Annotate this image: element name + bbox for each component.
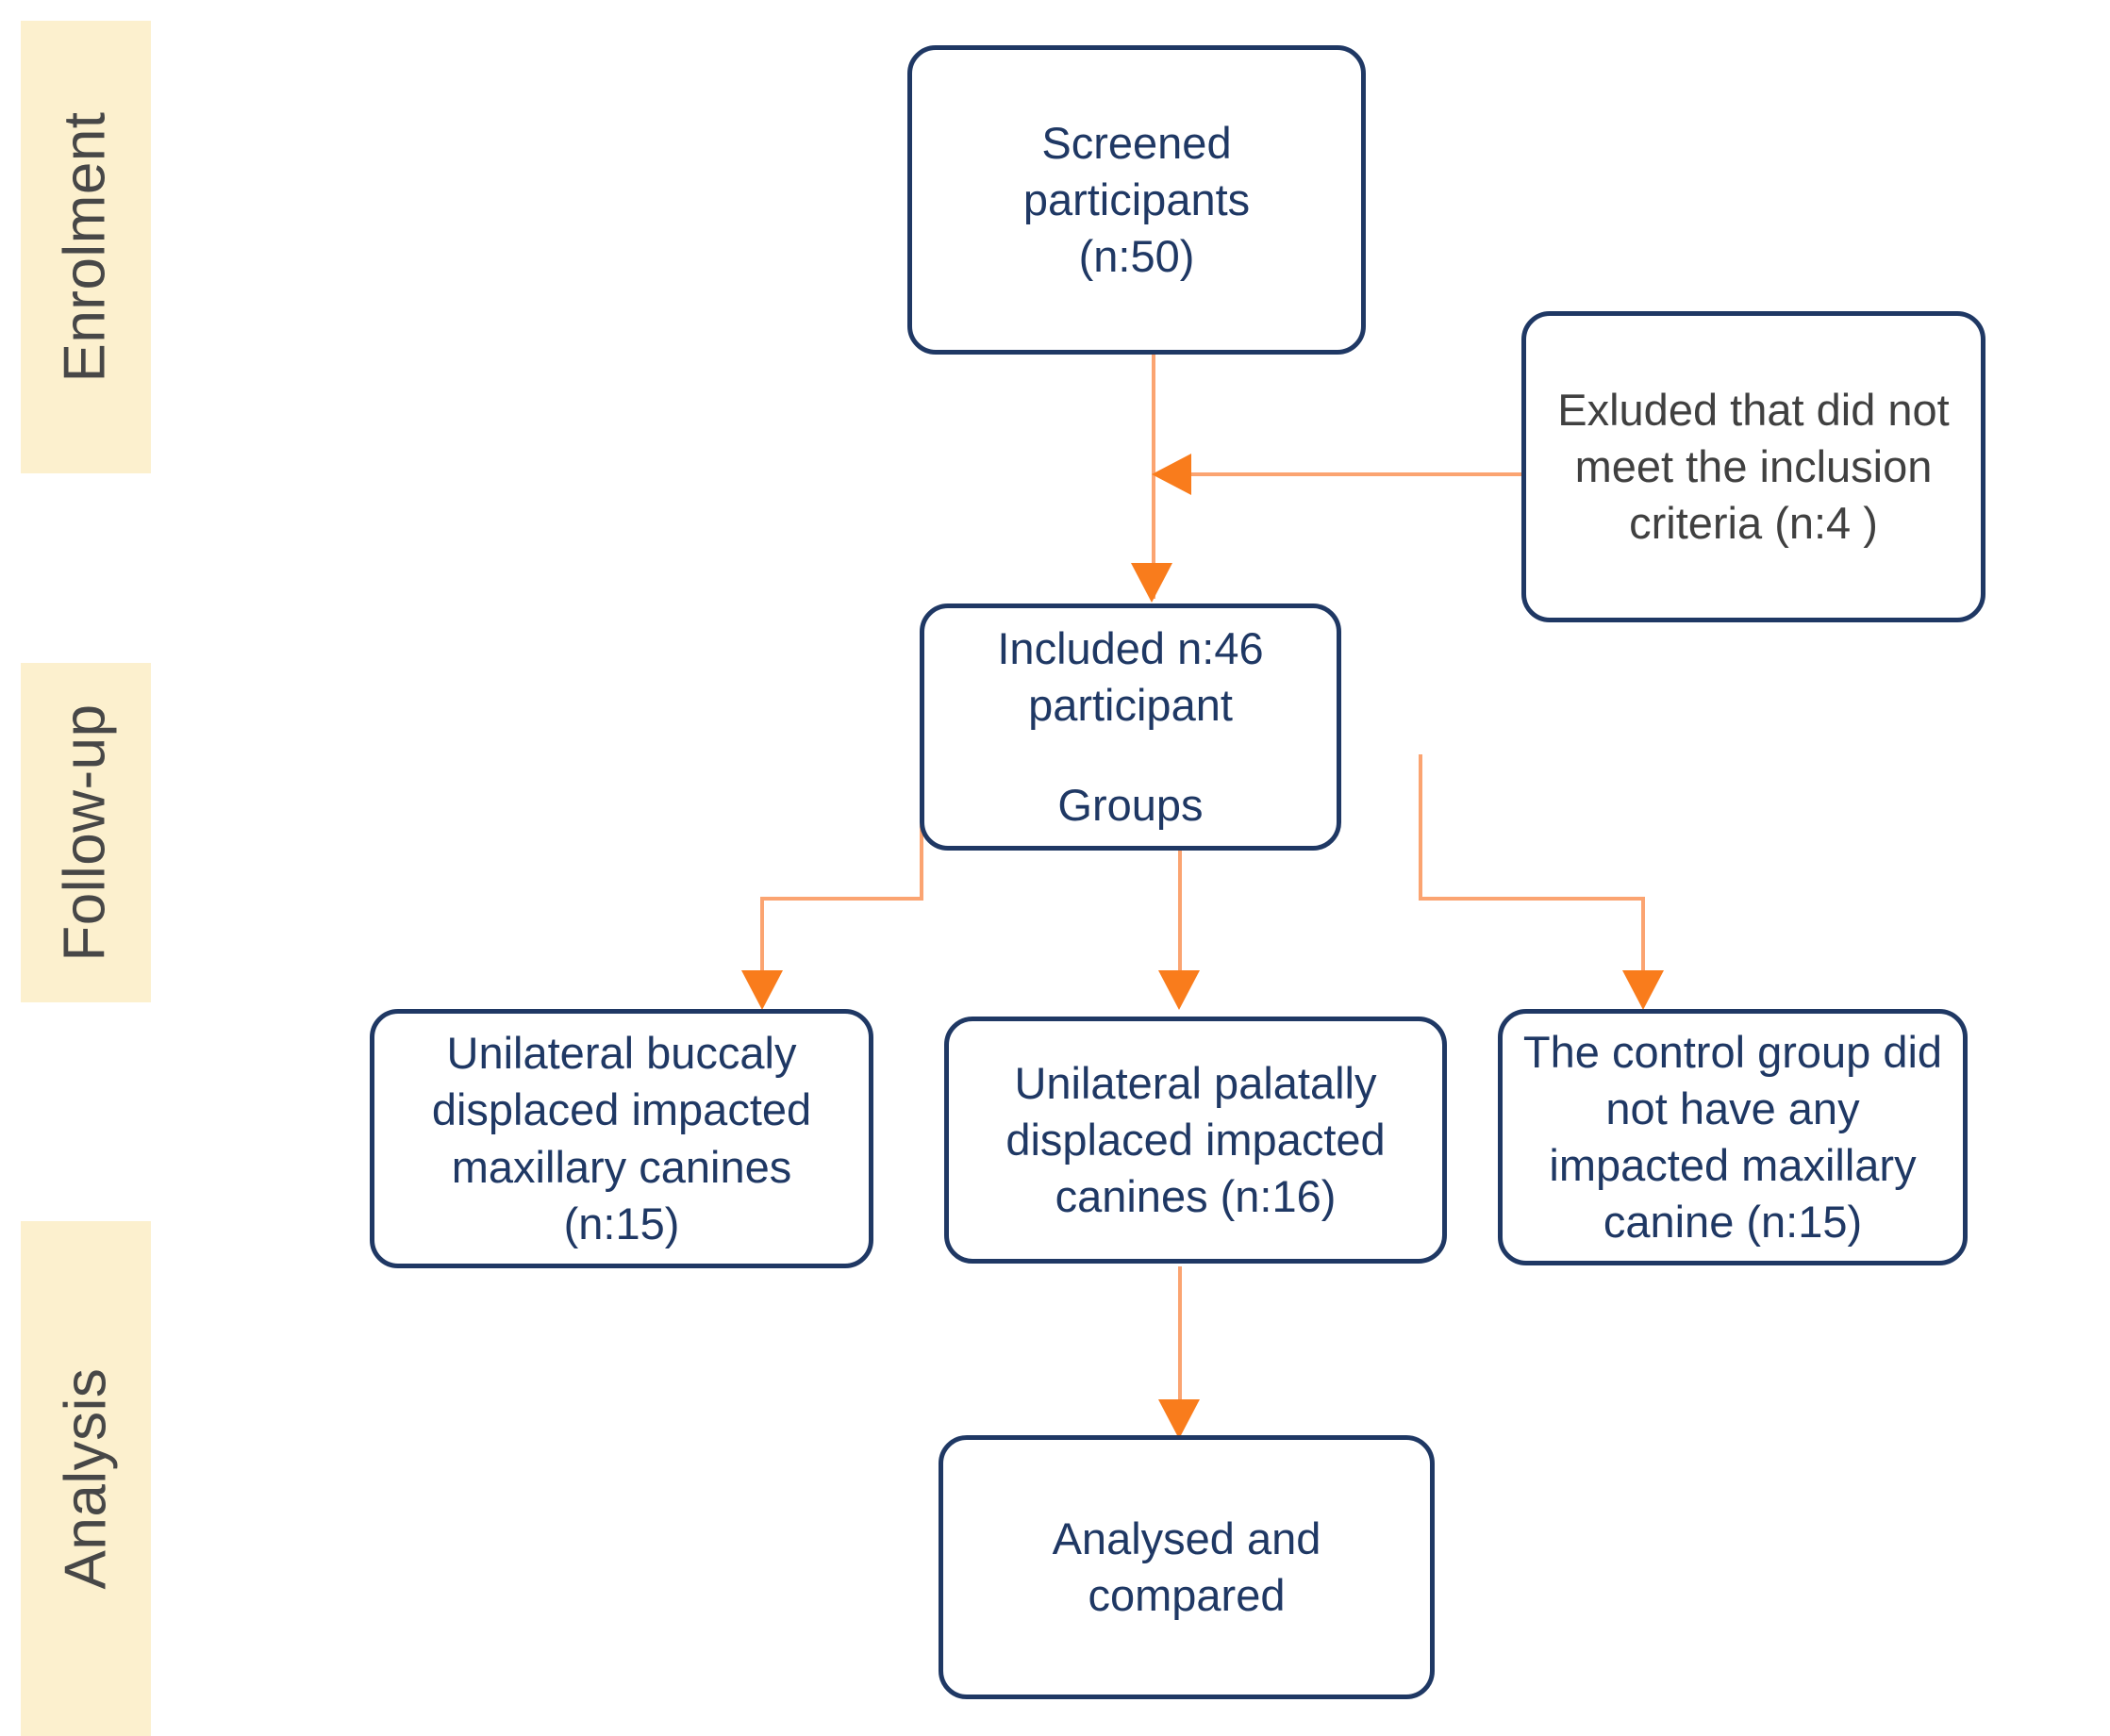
arrowhead-included-to-group-buccal: [741, 970, 783, 1010]
connector-excluded-to-trunk: [1174, 472, 1523, 476]
stage-label-analysis: Analysis: [53, 1367, 118, 1590]
stage-label-follow-up: Follow-up: [53, 703, 118, 962]
connector-included-left-run: [760, 897, 923, 901]
box-excluded[interactable]: Exluded that did not meet the inclusion …: [1521, 311, 1985, 622]
connector-group-palatal-to-analysed: [1178, 1266, 1182, 1403]
arrowhead-excluded-to-trunk: [1152, 454, 1191, 495]
box-analysed-and-compared[interactable]: Analysed and compared: [939, 1435, 1435, 1699]
connector-included-right-stub: [1419, 754, 1422, 901]
box-group-palatal-label: Unilateral palatally displaced impacted …: [1005, 1057, 1386, 1222]
stage-band-follow-up: Follow-up: [21, 663, 151, 1002]
box-group-control-label: The control group did not have any impac…: [1522, 1026, 1943, 1248]
stage-label-enrolment: Enrolment: [53, 111, 119, 383]
arrowhead-included-to-group-palatal: [1158, 970, 1200, 1010]
box-included-label: Included n:46 participant Groups: [984, 564, 1276, 891]
arrowhead-screened-to-included: [1131, 563, 1172, 603]
box-included-line1: Included n:46 participant: [997, 622, 1264, 730]
box-excluded-label: Exluded that did not meet the inclusion …: [1557, 384, 1950, 549]
box-included[interactable]: Included n:46 participant Groups: [920, 603, 1341, 851]
arrowhead-group-palatal-to-analysed: [1158, 1399, 1200, 1439]
box-screened-participants[interactable]: Screened participants (n:50): [907, 45, 1366, 355]
stage-band-analysis: Analysis: [21, 1221, 151, 1736]
box-group-palatal[interactable]: Unilateral palatally displaced impacted …: [944, 1017, 1447, 1264]
box-group-control[interactable]: The control group did not have any impac…: [1498, 1009, 1968, 1265]
stage-band-enrolment: Enrolment: [21, 21, 151, 473]
box-group-buccal-label: Unilateral buccaly displaced impacted ma…: [431, 1028, 812, 1248]
connector-included-left-drop: [760, 897, 764, 974]
connector-included-to-group-palatal: [1178, 851, 1182, 974]
box-analysed-and-compared-label: Analysed and compared: [1052, 1513, 1321, 1620]
box-included-line2: Groups: [1057, 780, 1204, 831]
connector-included-right-run: [1419, 897, 1643, 901]
box-screened-participants-label: Screened participants (n:50): [1022, 117, 1251, 282]
connector-included-right-drop: [1641, 897, 1645, 974]
arrowhead-included-to-group-control: [1622, 970, 1664, 1010]
box-group-buccal[interactable]: Unilateral buccaly displaced impacted ma…: [370, 1009, 873, 1268]
